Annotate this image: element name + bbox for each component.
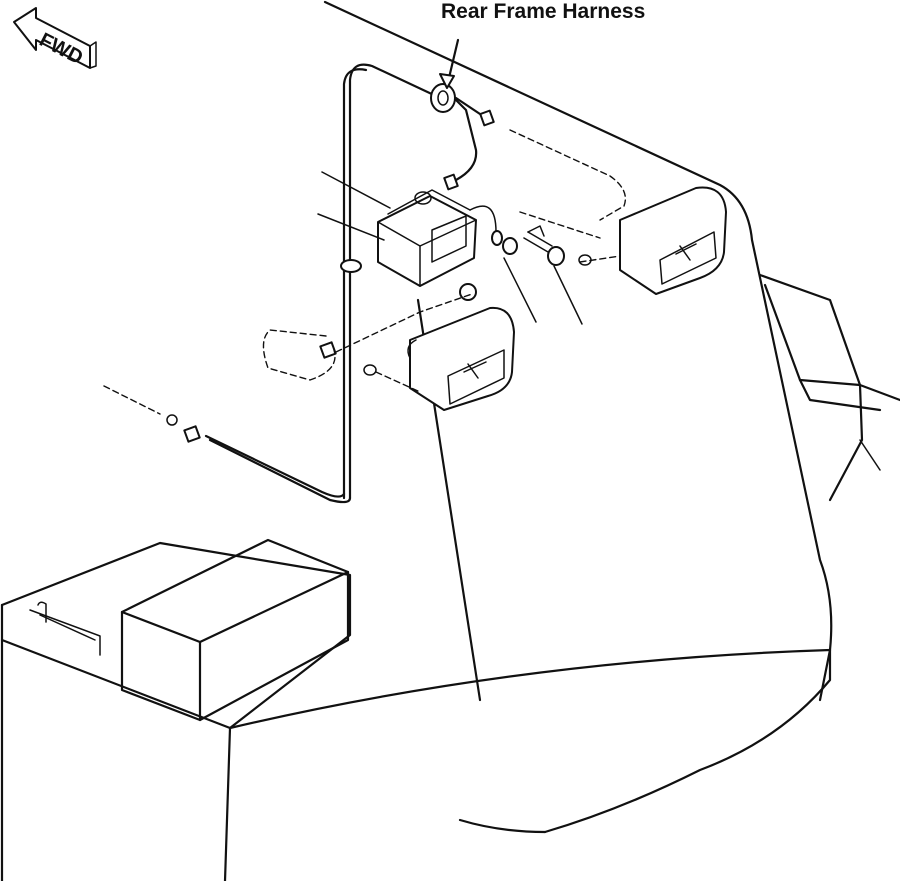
control-box-leader-upper	[321, 171, 391, 209]
control-box	[377, 189, 497, 287]
control-box-leader-lower	[317, 213, 385, 241]
switch-assembly	[491, 225, 565, 266]
left-work-lamp	[363, 306, 515, 411]
harness-callout-arrowhead	[439, 73, 455, 89]
fwd-arrow-icon: FWD	[13, 7, 97, 69]
lamp-wiring-loops	[262, 129, 627, 381]
harness-clip	[340, 259, 477, 301]
rear-frame-harness-label: Rear Frame Harness	[441, 0, 646, 23]
harness-grommet	[430, 83, 456, 113]
switch-leader	[553, 265, 583, 325]
washer-leader	[503, 257, 537, 323]
harness-wiring	[103, 63, 495, 504]
right-work-lamp	[519, 186, 727, 295]
